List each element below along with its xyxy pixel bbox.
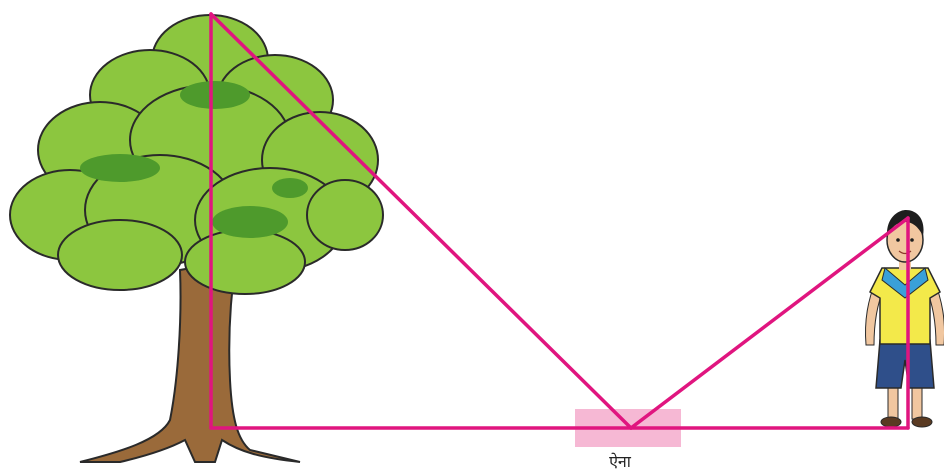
boy-shoe-left xyxy=(881,417,901,427)
tree-foliage xyxy=(10,15,383,294)
boy-shirt xyxy=(870,268,940,344)
boy-eye-left xyxy=(896,238,900,242)
boy-eye-right xyxy=(910,238,914,242)
boy-shoe-right xyxy=(912,417,932,427)
boy-shorts xyxy=(876,340,934,388)
boy-leg-left xyxy=(888,385,898,419)
mirror-label: ऐना xyxy=(590,450,650,472)
boy-leg-right xyxy=(912,385,922,419)
tree-illustration xyxy=(10,15,383,462)
